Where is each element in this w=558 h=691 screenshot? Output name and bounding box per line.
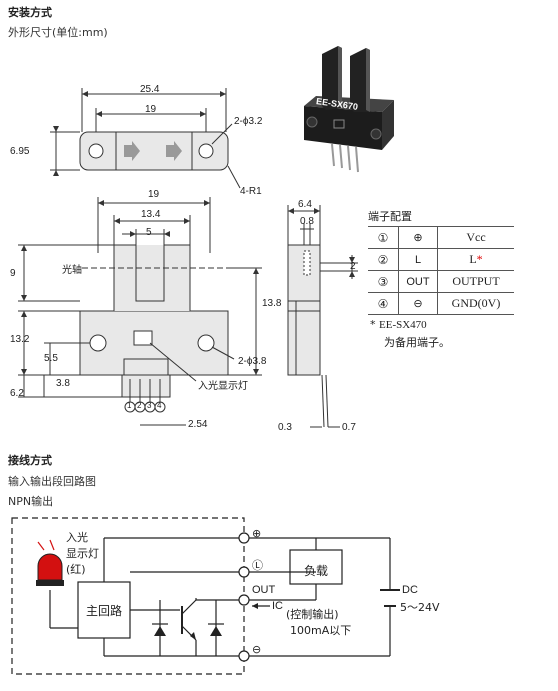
main-circuit-label: 主回路 (86, 604, 123, 618)
product-photo (304, 46, 394, 173)
terminal-name: GND(0V) (437, 292, 514, 315)
terminal-note: * EE-SX470 (370, 318, 427, 331)
dim-6-4: 6.4 (298, 199, 312, 210)
table-row: ③ OUT OUTPUT (368, 270, 514, 293)
terminal-number: ④ (368, 292, 399, 315)
terminal-number: ③ (368, 270, 399, 293)
circuit-subtitle: 输入输出段回路图 (8, 475, 96, 488)
terminal-symbol: ⊖ (398, 292, 438, 315)
install-title: 安装方式 (8, 6, 52, 19)
terminal-name: OUTPUT (437, 270, 514, 293)
control-output-label: (控制输出) (286, 608, 339, 621)
table-row: ② L L* (368, 248, 514, 271)
table-row: ① ⊕ Vcc (368, 226, 514, 249)
table-row: ④ ⊖ GND(0V) (368, 292, 514, 315)
terminal-l: Ⓛ (252, 559, 263, 572)
terminal-name-cell: L* (437, 248, 514, 271)
terminal-symbol: OUT (398, 270, 438, 293)
indicator-line-2: 显示灯 (66, 547, 99, 560)
dim-13-8: 13.8 (262, 298, 282, 309)
pin-number: 2 (137, 401, 142, 410)
terminal-plus: ⊕ (252, 527, 262, 540)
dim-5-5: 5.5 (44, 353, 58, 364)
reserve-star: * (476, 252, 483, 266)
terminal-table-title: 端子配置 (368, 210, 412, 223)
terminal-number: ② (368, 248, 399, 271)
dim-4-r1: 4-R1 (240, 186, 262, 197)
optical-axis-label: 光轴 (62, 265, 82, 276)
dim-5: 5 (146, 227, 152, 238)
dim-hole-3-8: 2-ϕ3.8 (238, 356, 267, 367)
dc-label: DC (402, 584, 418, 596)
pin-number: 1 (127, 401, 132, 410)
dim-hole-3-2: 2-ϕ3.2 (234, 116, 263, 127)
note-model: EE-SX470 (379, 319, 427, 331)
terminal-table: ① ⊕ Vcc ② L L* ③ OUT OUTPUT ④ ⊖ GND(0V) (368, 226, 514, 315)
dim-19-front: 19 (148, 189, 160, 200)
note-star: * (370, 318, 376, 331)
dim-0-7: 0.7 (342, 422, 356, 433)
terminal-name: L (469, 252, 477, 266)
ic-label: IC (272, 600, 283, 612)
npn-circuit-diagram (11, 517, 400, 675)
side-view-drawing (287, 205, 358, 428)
note-text: 为备用端子。 (384, 336, 450, 349)
pin-number: 4 (157, 401, 162, 410)
indicator-label: 入光显示灯 (198, 381, 248, 392)
top-view-drawing (50, 88, 241, 189)
dim-19-top: 19 (145, 104, 157, 115)
dim-6-95: 6.95 (10, 146, 30, 157)
load-label: 负载 (304, 564, 329, 578)
dim-13-2: 13.2 (10, 334, 30, 345)
terminal-name: Vcc (437, 226, 514, 249)
dim-2: 2 (350, 261, 356, 272)
terminal-symbol: ⊕ (398, 226, 438, 249)
dim-25-4: 25.4 (140, 84, 160, 95)
dim-0-8: 0.8 (300, 216, 314, 227)
voltage-label: 5～24V (400, 601, 440, 614)
current-label: 100mA以下 (290, 624, 352, 637)
dim-3-8: 3.8 (56, 378, 70, 389)
npn-subtitle: NPN输出 (8, 495, 54, 508)
out-label: OUT (252, 584, 276, 596)
terminal-minus: ⊖ (252, 643, 262, 656)
indicator-line-3: (红) (66, 563, 86, 576)
dim-2-54: 2.54 (188, 419, 208, 430)
front-view-drawing (18, 197, 262, 426)
wiring-title: 接线方式 (8, 454, 52, 467)
terminal-symbol: L (398, 248, 438, 271)
dim-9: 9 (10, 268, 16, 279)
pin-number: 3 (147, 401, 152, 410)
dim-0-3: 0.3 (278, 422, 292, 433)
dims-subtitle: 外形尺寸(单位:mm) (8, 26, 108, 39)
dim-6-2: 6.2 (10, 388, 24, 399)
terminal-number: ① (368, 226, 399, 249)
indicator-line-1: 入光 (66, 531, 88, 544)
dim-13-4: 13.4 (141, 209, 161, 220)
